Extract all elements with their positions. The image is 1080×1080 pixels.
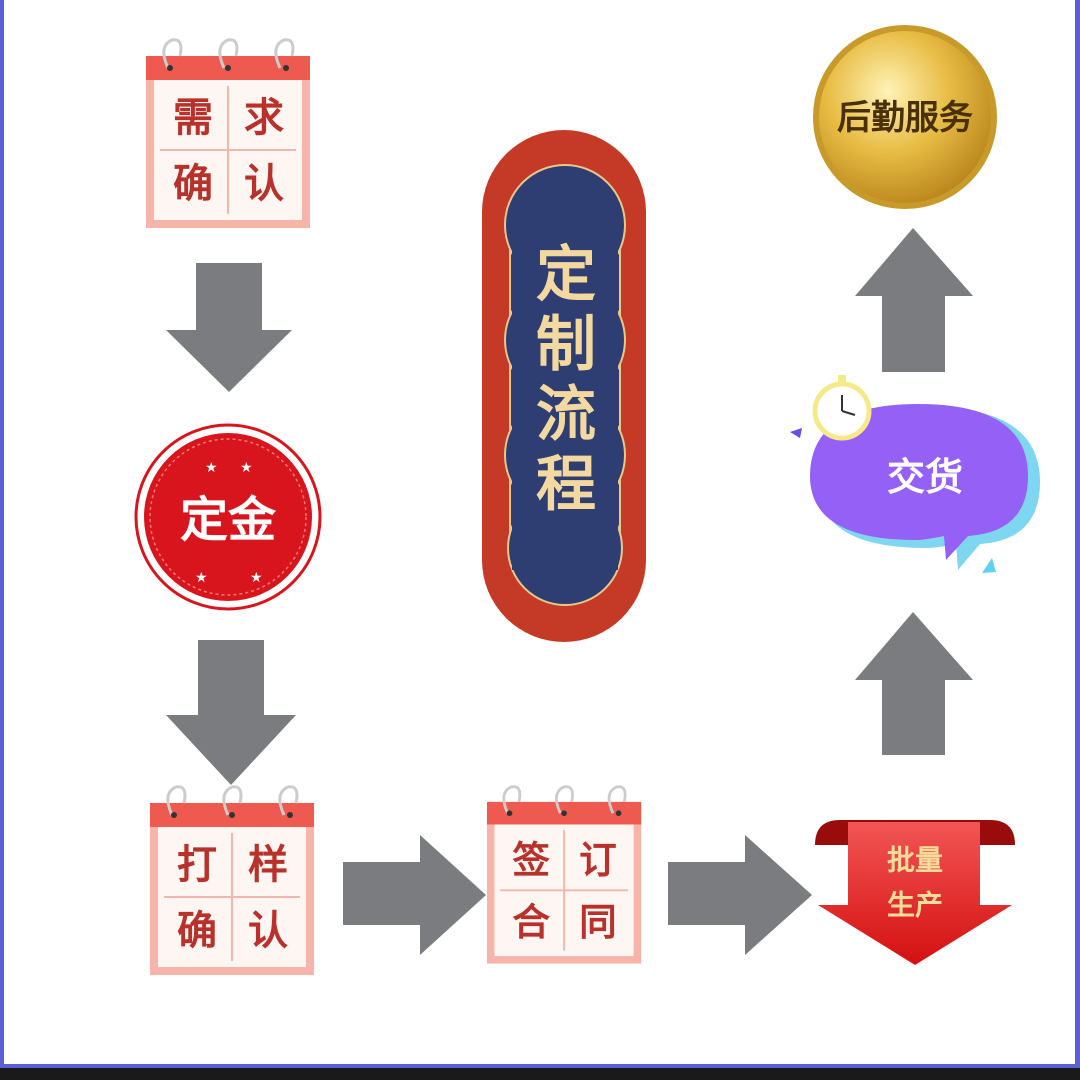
char: 确 (173, 161, 213, 207)
bottom-bar (0, 1068, 1080, 1080)
char: 签 (512, 838, 550, 882)
coin-after-sales: 后勤服务 (813, 25, 997, 209)
delivery-label: 交货 (887, 455, 963, 499)
mass-production-line1: 批量 (887, 844, 943, 877)
ribbon-mass-production: 批量 生产 (815, 820, 1015, 965)
char: 认 (244, 161, 284, 207)
char: 求 (244, 95, 284, 141)
calendar-demand-confirm: 需 求 确 认 (144, 38, 312, 230)
arrow-right-icon (668, 835, 812, 955)
arrow-right-icon (343, 835, 486, 955)
seal-deposit: ★ ★ ★ ★ 定金 (134, 423, 322, 611)
arrow-up-icon (855, 228, 973, 372)
title-char: 制 (536, 310, 596, 380)
star-icon: ★ (250, 570, 263, 586)
bubble-delivery: 交货 (790, 375, 1040, 573)
char: 同 (579, 900, 617, 944)
char: 认 (248, 908, 288, 954)
star-icon: ★ (195, 570, 208, 586)
arrow-down-icon (166, 263, 292, 392)
calendar-sign-contract: 签 订 合 同 (485, 785, 643, 966)
title-pill: 定 制 流 程 (482, 130, 646, 642)
frame-bottom (0, 1064, 1080, 1068)
after-sales-label: 后勤服务 (837, 98, 973, 138)
arrow-up-icon (855, 612, 973, 755)
deposit-label: 定金 (180, 492, 277, 548)
title-char: 定 (536, 240, 596, 310)
char: 合 (512, 900, 550, 944)
mass-production-line2: 生产 (887, 889, 943, 922)
star-icon: ★ (205, 460, 218, 476)
title-char: 程 (536, 450, 596, 520)
char: 样 (248, 842, 288, 888)
char: 需 (173, 95, 213, 141)
title-char: 流 (536, 380, 596, 450)
frame-right (1075, 0, 1080, 1068)
char: 确 (177, 908, 217, 954)
arrow-down-icon (166, 640, 296, 785)
char: 打 (177, 842, 217, 888)
calendar-sample-confirm: 打 样 确 认 (148, 785, 316, 977)
frame-left (0, 0, 4, 1068)
star-icon: ★ (240, 460, 253, 476)
char: 订 (579, 838, 617, 882)
